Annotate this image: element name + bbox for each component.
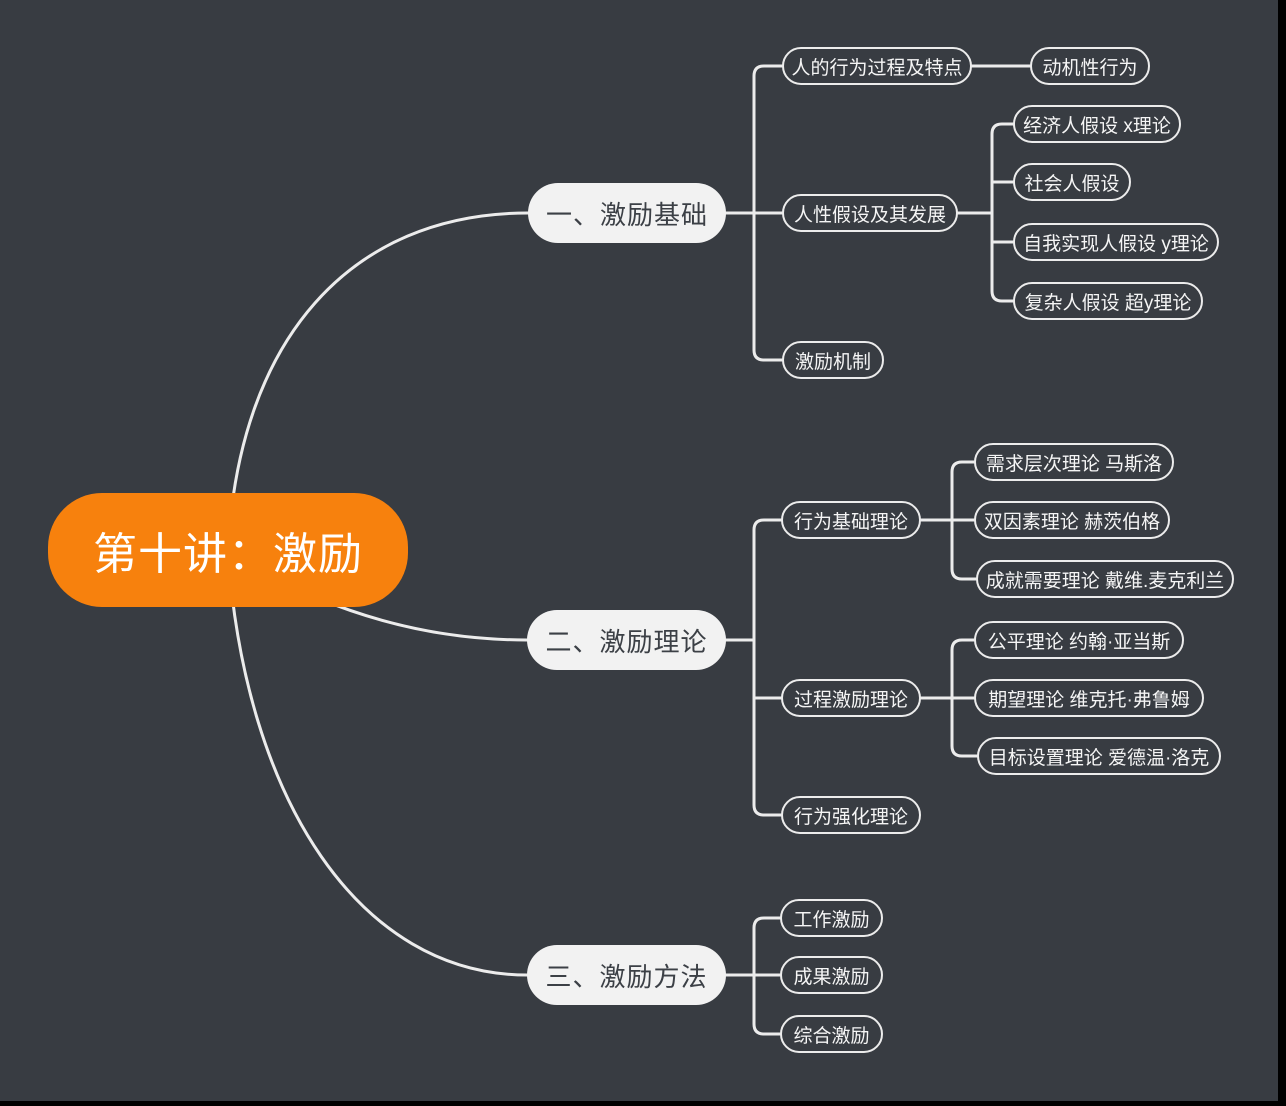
node-social-man[interactable]: 社会人假设 <box>1013 163 1131 201</box>
node-process-incentive-theory[interactable]: 过程激励理论 <box>781 679 921 717</box>
node-label: 期望理论 维克托·弗鲁姆 <box>988 689 1190 711</box>
node-comprehensive-incentive[interactable]: 综合激励 <box>780 1015 883 1053</box>
node-branch-2-label: 二、激励理论 <box>545 626 708 657</box>
node-label: 工作激励 <box>793 909 870 931</box>
edge-root-branch3 <box>226 550 529 977</box>
node-achievement-need-theory[interactable]: 成就需要理论 戴维.麦克利兰 <box>976 560 1234 598</box>
node-label: 激励机制 <box>794 351 871 373</box>
node-branch-3-label: 三、激励方法 <box>545 961 708 992</box>
edge-humanity-trunk <box>990 122 1015 303</box>
node-root[interactable]: 第十讲：激励 <box>48 493 408 607</box>
node-branch-1[interactable]: 一、激励基础 <box>528 183 726 243</box>
node-label: 成果激励 <box>793 966 870 988</box>
node-label: 行为强化理论 <box>793 806 908 828</box>
node-economic-man[interactable]: 经济人假设 x理论 <box>1013 105 1181 143</box>
node-behavior-basis-theory[interactable]: 行为基础理论 <box>781 501 921 539</box>
edge-branch2-trunk <box>752 518 783 817</box>
node-goal-setting-theory[interactable]: 目标设置理论 爱德温·洛克 <box>977 737 1221 775</box>
node-needs-hierarchy[interactable]: 需求层次理论 马斯洛 <box>974 443 1174 481</box>
node-branch-1-label: 一、激励基础 <box>545 199 708 230</box>
node-label: 过程激励理论 <box>793 689 908 711</box>
node-label: 人性假设及其发展 <box>793 204 946 226</box>
node-work-incentive[interactable]: 工作激励 <box>780 899 883 937</box>
node-label: 复杂人假设 超y理论 <box>1024 292 1192 314</box>
node-label: 自我实现人假设 y理论 <box>1023 233 1209 255</box>
edge-basis-trunk <box>950 460 978 581</box>
node-root-label: 第十讲：激励 <box>93 530 363 579</box>
node-reinforcement-theory[interactable]: 行为强化理论 <box>781 796 921 834</box>
node-label: 公平理论 约翰·亚当斯 <box>987 631 1171 653</box>
edge-branch3-trunk <box>752 916 782 1036</box>
edge-branch1-trunk <box>752 64 784 362</box>
node-label: 动机性行为 <box>1042 57 1138 79</box>
node-branch-3[interactable]: 三、激励方法 <box>527 945 726 1005</box>
node-branch-2[interactable]: 二、激励理论 <box>527 610 726 670</box>
node-label: 成就需要理论 戴维.麦克利兰 <box>985 570 1225 592</box>
node-expectancy-theory[interactable]: 期望理论 维克托·弗鲁姆 <box>974 679 1204 717</box>
node-equity-theory[interactable]: 公平理论 约翰·亚当斯 <box>974 621 1184 659</box>
node-label: 社会人假设 <box>1024 173 1120 195</box>
node-behavior-process[interactable]: 人的行为过程及特点 <box>782 47 972 85</box>
node-label: 需求层次理论 马斯洛 <box>985 453 1163 475</box>
node-humanity-hypothesis[interactable]: 人性假设及其发展 <box>782 194 958 232</box>
node-label: 综合激励 <box>793 1025 870 1047</box>
node-result-incentive[interactable]: 成果激励 <box>780 956 883 994</box>
node-incentive-mechanism[interactable]: 激励机制 <box>782 341 884 379</box>
node-label: 行为基础理论 <box>793 511 908 533</box>
node-label: 经济人假设 x理论 <box>1023 115 1171 137</box>
node-self-actualizing-man[interactable]: 自我实现人假设 y理论 <box>1013 223 1219 261</box>
node-label: 双因素理论 赫茨伯格 <box>983 511 1161 533</box>
node-label: 人的行为过程及特点 <box>791 57 963 79</box>
node-complex-man[interactable]: 复杂人假设 超y理论 <box>1013 282 1203 320</box>
node-motivated-behavior[interactable]: 动机性行为 <box>1030 47 1150 85</box>
node-two-factor-theory[interactable]: 双因素理论 赫茨伯格 <box>974 501 1170 539</box>
node-label: 目标设置理论 爱德温·洛克 <box>988 747 1210 769</box>
